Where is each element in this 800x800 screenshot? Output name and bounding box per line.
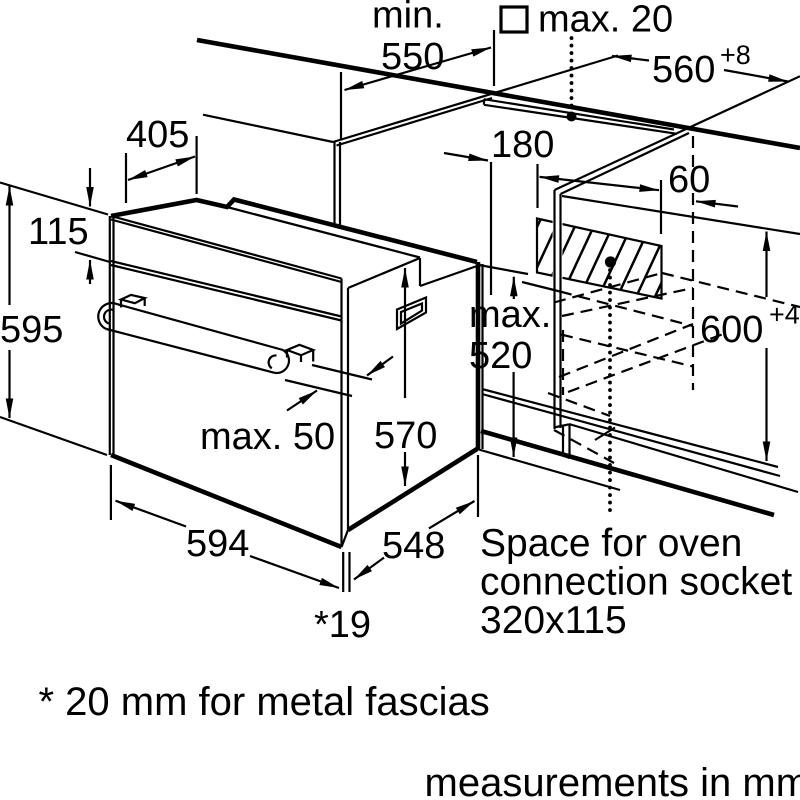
svg-text:Space for oven: Space for oven bbox=[480, 522, 742, 565]
svg-text:520: 520 bbox=[469, 335, 532, 377]
svg-text:max. 50: max. 50 bbox=[200, 416, 335, 458]
svg-text:min.: min. bbox=[372, 0, 444, 37]
svg-text:* 20 mm for metal fascias: * 20 mm for metal fascias bbox=[39, 680, 490, 724]
svg-text:115: 115 bbox=[28, 211, 89, 253]
svg-text:548: 548 bbox=[382, 525, 445, 567]
svg-text:max. 20: max. 20 bbox=[538, 0, 673, 41]
svg-text:max.: max. bbox=[469, 294, 551, 336]
svg-text:*19: *19 bbox=[314, 604, 371, 646]
svg-text:594: 594 bbox=[186, 523, 249, 565]
svg-text:560: 560 bbox=[652, 49, 715, 91]
svg-text:600: 600 bbox=[700, 309, 763, 351]
svg-text:320x115: 320x115 bbox=[480, 599, 627, 642]
svg-text:+4: +4 bbox=[769, 300, 800, 330]
svg-text:connection socket: connection socket bbox=[480, 561, 792, 604]
svg-text:405: 405 bbox=[126, 114, 189, 156]
svg-text:180: 180 bbox=[491, 124, 554, 166]
svg-text:+8: +8 bbox=[720, 40, 751, 70]
svg-text:550: 550 bbox=[381, 36, 444, 78]
svg-text:measurements in mm: measurements in mm bbox=[425, 761, 800, 800]
svg-text:60: 60 bbox=[668, 159, 710, 201]
svg-text:570: 570 bbox=[374, 415, 437, 457]
svg-text:595: 595 bbox=[0, 309, 63, 351]
